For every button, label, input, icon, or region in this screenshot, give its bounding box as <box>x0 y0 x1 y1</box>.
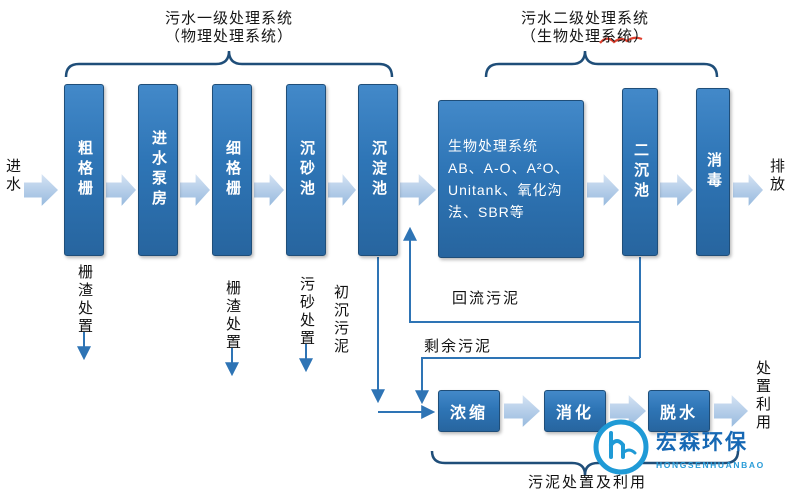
box-grit-chamber: 沉砂池 <box>286 84 326 256</box>
fine-screen-disposal-label: 栅渣处置 <box>224 280 241 352</box>
bio-box-line3: Unitank、氧化沟 <box>448 181 563 198</box>
bio-box-line2: AB、A-O、A²O、 <box>448 159 570 176</box>
discharge-label: 排放 <box>768 158 785 194</box>
box-dewatering-label: 脱水 <box>659 405 698 422</box>
box-fine-screen-label: 细格栅 <box>224 140 241 200</box>
box-coarse-screen: 粗格栅 <box>64 84 104 256</box>
red-underline-mark <box>599 36 643 44</box>
box-primary-clarifier: 沉淀池 <box>358 84 398 256</box>
return-sludge-line <box>403 226 640 323</box>
coarse-screen-disposal-label: 栅渣处置 <box>76 264 93 336</box>
box-disinfection-label: 消毒 <box>705 152 722 192</box>
box-inlet-pump-house-label: 进水泵房 <box>150 130 167 210</box>
box-digestion: 消化 <box>544 390 606 432</box>
bio-box-line1: 生物处理系统 <box>448 137 538 154</box>
secondary-system-title-line2: （生物处理系统） <box>520 28 649 45</box>
sludge-section-caption: 污泥处置及利用 <box>527 474 647 491</box>
box-fine-screen: 细格栅 <box>212 84 252 256</box>
primary-system-title-line2: （物理处理系统） <box>164 28 293 45</box>
sludge-section-brace <box>430 450 740 476</box>
logo-name: 宏森环保 <box>656 431 748 454</box>
influent-label: 进水 <box>4 158 21 194</box>
return-sludge-label: 回流污泥 <box>452 290 521 307</box>
box-disinfection: 消毒 <box>696 88 730 256</box>
secondary-system-brace <box>484 50 719 78</box>
secondary-system-title-line1: 污水二级处理系统 <box>520 10 649 27</box>
box-secondary-clarifier: 二沉池 <box>622 88 658 256</box>
primary-system-brace <box>64 50 394 78</box>
box-coarse-screen-label: 粗格栅 <box>76 140 93 200</box>
box-thickening: 浓缩 <box>438 390 500 432</box>
box-inlet-pump-house: 进水泵房 <box>138 84 178 256</box>
excess-sludge-label: 剩余污泥 <box>424 338 493 355</box>
box-biological-treatment: 生物处理系统 AB、A-O、A²O、 Unitank、氧化沟 法、SBR等 <box>438 100 584 258</box>
logo-mark-icon <box>593 419 649 475</box>
logo-subtitle: HONGSENHUANBAO <box>656 460 765 470</box>
company-logo: 宏森环保 HONGSENHUANBAO <box>592 416 774 488</box>
box-grit-chamber-label: 沉砂池 <box>298 140 315 200</box>
excess-sludge-line <box>415 357 640 405</box>
box-secondary-clarifier-label: 二沉池 <box>632 142 649 202</box>
box-dewatering: 脱水 <box>648 390 710 432</box>
box-thickening-label: 浓缩 <box>449 405 488 422</box>
sludge-output-label: 处置利用 <box>754 360 771 432</box>
box-digestion-label: 消化 <box>555 405 594 422</box>
bio-box-line4: 法、SBR等 <box>448 203 525 220</box>
grit-disposal-label: 污砂处置 <box>298 276 315 348</box>
box-primary-clarifier-label: 沉淀池 <box>370 140 387 200</box>
primary-system-title-line1: 污水一级处理系统 <box>164 10 293 27</box>
primary-sludge-label: 初沉污泥 <box>332 284 349 356</box>
